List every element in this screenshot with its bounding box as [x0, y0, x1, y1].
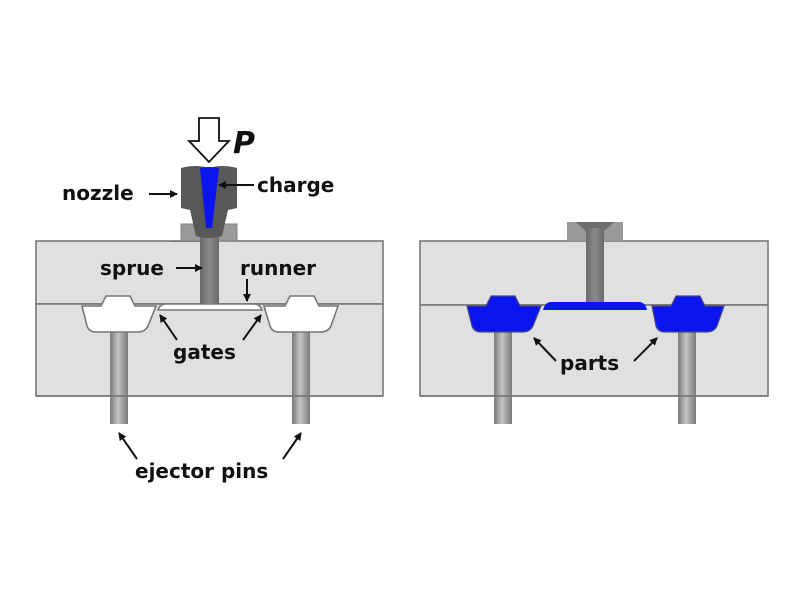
part-left [466, 295, 542, 333]
runner-channel [156, 303, 264, 311]
left-panel-empty-mold: P nozzle charge sprue runner gates eject… [35, 117, 384, 483]
nozzle-label: nozzle [62, 181, 134, 205]
ejector-pins-label: ejector pins [135, 459, 268, 483]
right-panel-filled-mold: parts [419, 222, 769, 424]
part-right [651, 295, 725, 333]
sprue-label: sprue [100, 256, 164, 280]
sprue-channel [586, 228, 604, 306]
ejector-pin-right-shaft [292, 330, 310, 396]
ejector-pin-left-shaft [110, 330, 128, 396]
gates-label: gates [173, 340, 236, 364]
cavity-right [262, 295, 340, 333]
charge [200, 167, 219, 228]
pressure-label: P [233, 126, 255, 161]
charge-label: charge [257, 173, 334, 197]
runner-filled [543, 302, 647, 310]
pressure-arrow-icon [186, 117, 232, 164]
cavity-left [80, 295, 158, 333]
sprue-channel [200, 224, 219, 304]
parts-label: parts [560, 351, 619, 375]
runner-label: runner [240, 256, 316, 280]
